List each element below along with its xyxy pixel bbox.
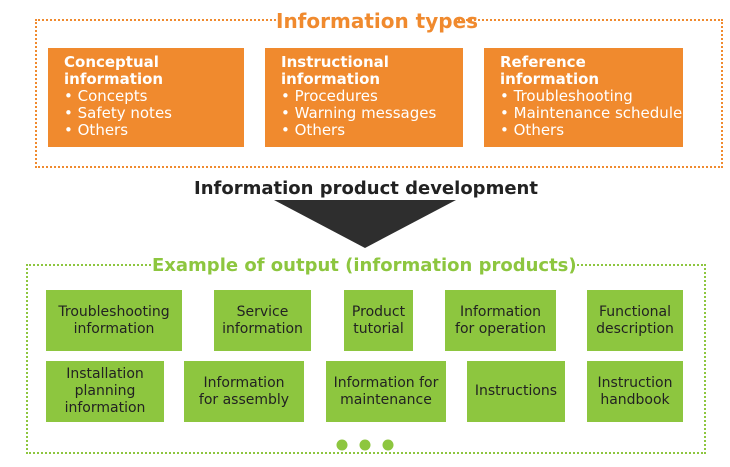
- product-label-line: Service: [236, 303, 289, 320]
- product-label-line: for assembly: [198, 391, 290, 408]
- product-label-line: Instructions: [474, 383, 558, 399]
- product-label-line: handbook: [600, 391, 670, 408]
- bullet-item: Troubleshooting: [500, 88, 675, 105]
- bullet-item: Others: [281, 122, 455, 139]
- product-service-information: Service information: [214, 290, 311, 351]
- box-title-line: information: [500, 70, 600, 88]
- product-label-line: information: [73, 320, 155, 337]
- product-label-line: Information: [459, 303, 542, 320]
- bullet-item: Others: [64, 122, 236, 139]
- information-types-title: Information types: [276, 8, 479, 34]
- box-title-line: information: [64, 70, 164, 88]
- bullet-list: Procedures Warning messages Others: [281, 88, 455, 139]
- more-dots-icon: [336, 439, 394, 451]
- bullet-item: Maintenance schedule: [500, 105, 683, 122]
- product-label-line: for operation: [455, 320, 546, 337]
- bullet-item: Procedures: [281, 88, 455, 105]
- bullet-list: Troubleshooting Maintenance schedule Oth…: [500, 88, 683, 139]
- product-label-line: Instruction: [597, 374, 673, 391]
- product-label-line: information: [222, 320, 303, 337]
- product-label-line: Troubleshooting: [58, 303, 170, 320]
- conceptual-information-box: Conceptual information Concepts Safety n…: [48, 48, 244, 147]
- product-label-line: information: [64, 400, 146, 416]
- product-tutorial: Product tutorial: [344, 290, 413, 351]
- dot-shape: [382, 439, 394, 451]
- product-label-line: maintenance: [340, 391, 432, 408]
- output-title: Example of output (information products): [152, 254, 577, 278]
- down-arrow-icon: [274, 200, 456, 248]
- product-label-line: Information for: [333, 374, 439, 391]
- product-information-for-operation: Information for operation: [445, 290, 556, 351]
- arrow-shape: [274, 200, 456, 248]
- bullet-item: Safety notes: [64, 105, 236, 122]
- bullet-item: Warning messages: [281, 105, 455, 122]
- development-label: Information product development: [194, 178, 538, 199]
- product-troubleshooting-information: Troubleshooting information: [46, 290, 182, 351]
- product-label-line: Product: [351, 303, 406, 320]
- dot-shape: [336, 439, 348, 451]
- product-instructions: Instructions: [467, 361, 565, 422]
- box-title-line: Conceptual: [64, 53, 159, 71]
- bullet-list: Concepts Safety notes Others: [64, 88, 236, 139]
- product-label-line: tutorial: [353, 320, 404, 337]
- reference-information-box: Reference information Troubleshooting Ma…: [484, 48, 683, 147]
- box-title-line: information: [281, 70, 381, 88]
- box-title-line: Instructional: [281, 53, 389, 71]
- product-label-line: planning: [74, 383, 136, 399]
- product-functional-description: Functional description: [587, 290, 683, 351]
- product-installation-planning-information: Installation planning information: [46, 361, 164, 422]
- dot-shape: [359, 439, 371, 451]
- product-information-for-assembly: Information for assembly: [184, 361, 304, 422]
- bullet-item: Others: [500, 122, 675, 139]
- bullet-item: Concepts: [64, 88, 236, 105]
- product-label-line: Information: [203, 374, 285, 391]
- box-title-line: Reference: [500, 53, 586, 71]
- product-label-line: Functional: [598, 303, 672, 320]
- product-instruction-handbook: Instruction handbook: [587, 361, 683, 422]
- product-label-line: description: [596, 320, 674, 337]
- product-information-for-maintenance: Information for maintenance: [326, 361, 446, 422]
- instructional-information-box: Instructional information Procedures War…: [265, 48, 463, 147]
- product-label-line: Installation: [66, 366, 144, 382]
